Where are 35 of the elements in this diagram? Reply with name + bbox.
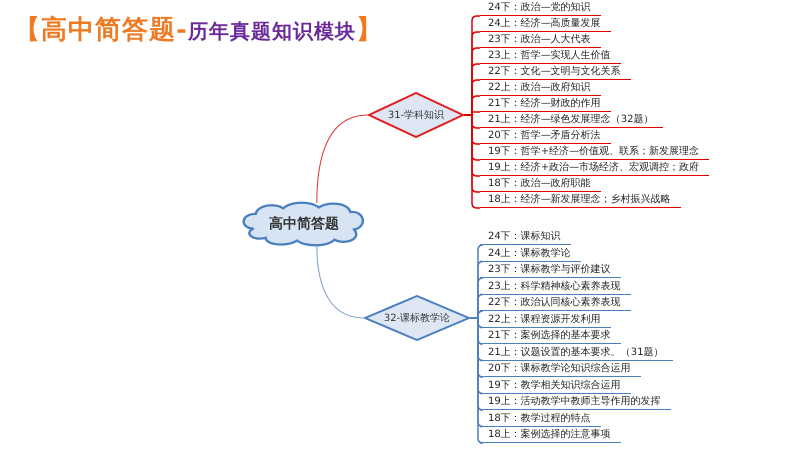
central-topic-text: 高中简答题 [269,215,339,233]
branch-line [316,114,368,204]
topic-item: 24上：经济—高质量发展 [480,17,611,32]
topic-item: 23下：政治—人大代表 [480,33,601,48]
topic-item: 18下：教学过程的特点 [480,412,601,426]
topic-item: 22下：政治认同核心素养表现 [480,296,631,311]
branch-diamond [368,92,464,138]
topic-item: 22下：文化—文明与文化关系 [480,65,631,80]
topic-item: 18上：经济—新发展理念；乡村振兴战略 [480,193,681,208]
topic-item: 22上：课程资源开发利用 [480,312,611,328]
topic-item: 20下：课标教学论知识综合运用 [480,362,641,377]
topic-item: 21下：经济—财政的作用 [480,97,611,112]
topic-item: 23上：哲学—实现人生价值 [480,49,621,64]
topic-item: 19下：教学相关知识综合运用 [480,378,631,394]
topic-item: 19上：活动教学中教师主导作用的发挥 [480,395,671,410]
topic-item: 23上：科学精神核心素养表现 [480,280,631,294]
topic-item: 24下：课标知识 [480,230,571,245]
topic-item: 20下：哲学—矛盾分析法 [480,129,611,144]
topic-item: 19上：经济+政治—市场经济、宏观调控；政府 [480,161,710,176]
topic-item: 22上：政治—政府知识 [480,81,601,96]
page-title: 【高中简答题-历年真题知识模块】 [14,14,383,47]
branch-title: 31-学科知识 [388,108,444,122]
branch-line [316,244,364,318]
topic-item: 19下：哲学+经济—价值观、联系；新发展理念 [480,145,710,160]
topic-item: 18上：案例选择的注意事项 [480,428,621,443]
topic-item: 23下：课标教学与评价建议 [480,263,621,278]
topic-item: 21下：案例选择的基本要求 [480,329,621,344]
topic-item: 24下：政治—党的知识 [480,1,601,16]
topic-item: 21上：经济—绿色发展理念（32题） [480,113,664,128]
topic-item: 24上：课标教学论 [480,246,581,262]
branch-line [464,114,480,209]
topic-item: 18下：政治—政府职能 [480,177,601,192]
branch-diamond [364,295,470,341]
branch-title: 32-课标教学论 [384,312,450,325]
topic-item: 21上：议题设置的基本要求。（31题） [480,346,674,360]
